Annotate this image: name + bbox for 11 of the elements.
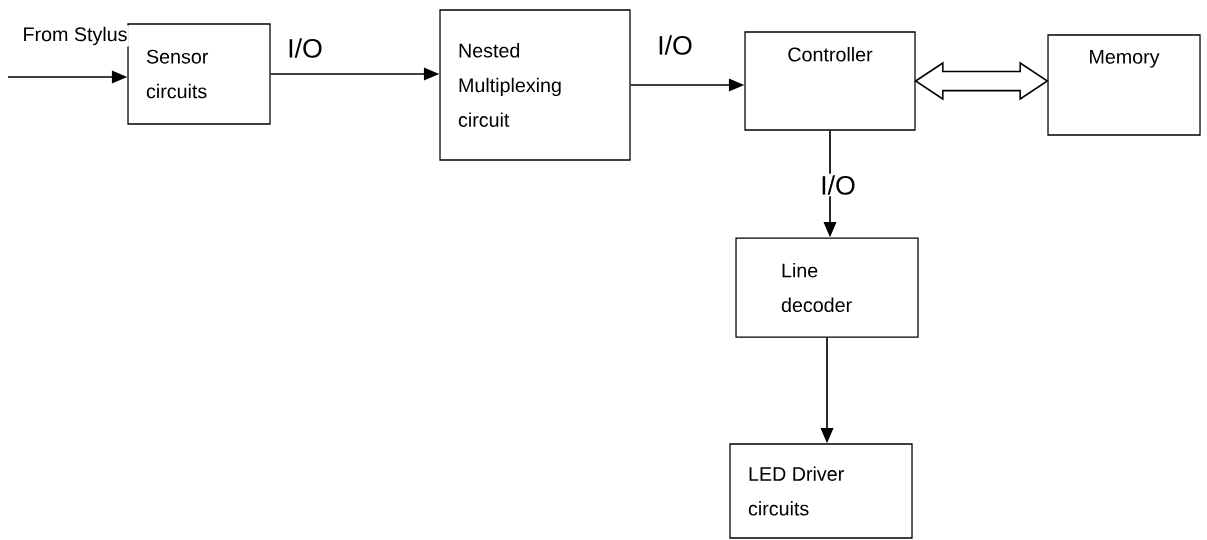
block-box: Sensor circuits (127, 23, 271, 125)
block-box: Nested Multiplexing circuit (439, 9, 631, 161)
edge-label: From Stylus (21, 25, 129, 47)
edge-label: I/O (285, 36, 325, 60)
block-box: Controller (744, 31, 916, 131)
block-box: LED Driver circuits (729, 443, 913, 539)
double-arrow (914, 61, 1049, 101)
edge-label: I/O (818, 173, 858, 197)
block-box: Line decoder (735, 237, 919, 338)
edge-label: I/O (655, 33, 695, 57)
block-box: Memory (1047, 34, 1201, 136)
